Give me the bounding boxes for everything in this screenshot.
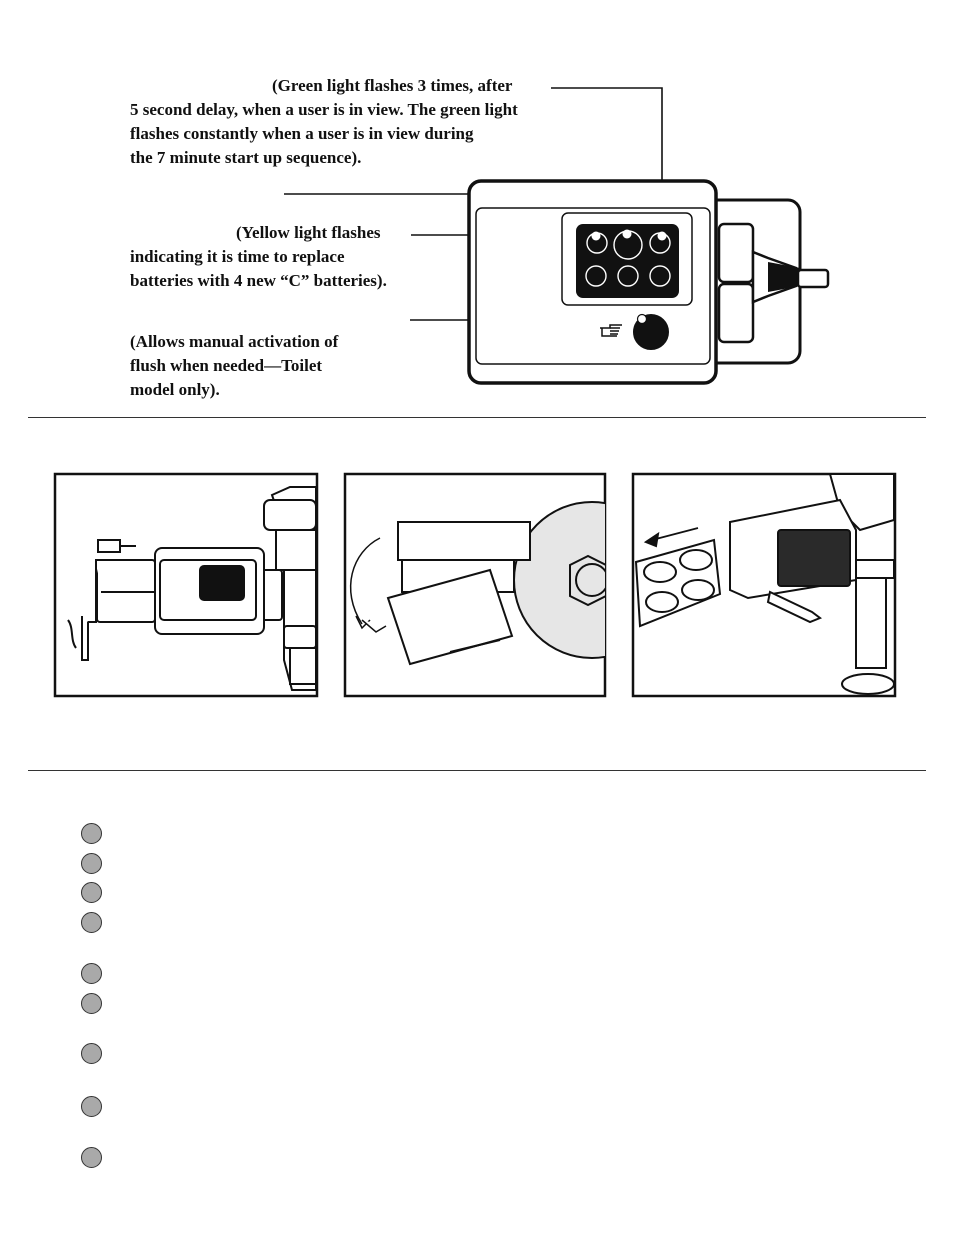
step-panel-1 xyxy=(53,472,319,698)
step-panel-2 xyxy=(343,472,607,698)
green-callout-line-3: flashes constantly when a user is in vie… xyxy=(130,124,474,143)
valve-block-bottom xyxy=(717,282,755,344)
manual-callout-line-2: flush when needed—Toilet xyxy=(130,356,323,375)
yellow-callout-line-1: (Yellow light flashes xyxy=(236,223,381,242)
yellow-callout-line-2: indicating it is time to replace xyxy=(130,247,345,266)
sensor-left-bottom xyxy=(585,265,607,287)
pointing-hand-icon xyxy=(600,324,622,337)
screwdriver-icon xyxy=(97,539,136,553)
yellow-light-callout: (Yellow light flashes indicating it is t… xyxy=(130,221,430,293)
yellow-light-dot xyxy=(591,231,601,241)
step-marker-3 xyxy=(81,882,102,903)
green-callout-line-4: the 7 minute start up sequence). xyxy=(130,148,362,167)
manual-callout-line-1: (Allows manual activation of xyxy=(130,332,339,351)
step-marker-6 xyxy=(81,993,102,1014)
panel-3-battery-block xyxy=(777,529,851,587)
panel-1-sensor-window xyxy=(199,565,245,601)
sensor-mid-bottom xyxy=(617,265,639,287)
step-marker-7 xyxy=(81,1043,102,1064)
step-marker-8 xyxy=(81,1096,102,1117)
step-panel-3 xyxy=(631,472,897,698)
green-leader xyxy=(551,87,663,222)
green-light-callout: (Green light flashes 3 times, after 5 se… xyxy=(130,74,590,170)
sensor-window xyxy=(576,224,679,298)
green-callout-line-1: (Green light flashes 3 times, after xyxy=(272,76,513,95)
step-marker-4 xyxy=(81,912,102,933)
manual-flush-callout: (Allows manual activation of flush when … xyxy=(130,330,390,402)
step-marker-5 xyxy=(81,963,102,984)
sensor-right-bottom xyxy=(649,265,671,287)
sensor-unit-illustration xyxy=(467,179,830,385)
step-marker-9 xyxy=(81,1147,102,1168)
solenoid-cone xyxy=(768,262,800,292)
valve-block-top xyxy=(717,222,755,284)
slide-arrow xyxy=(651,527,699,541)
divider-top xyxy=(28,417,926,418)
panel-1-art xyxy=(67,486,317,691)
yellow-callout-line-3: batteries with 4 new “C” batteries). xyxy=(130,271,387,290)
green-callout-line-2: 5 second delay, when a user is in view. … xyxy=(130,100,518,119)
step-marker-1 xyxy=(81,823,102,844)
green-light-dot-b xyxy=(657,231,667,241)
manual-callout-line-3: model only). xyxy=(130,380,220,399)
solenoid-tip xyxy=(796,268,830,289)
divider-bottom xyxy=(28,770,926,771)
green-light-dot-a xyxy=(622,229,632,239)
manual-button-dot xyxy=(636,313,648,325)
swing-arrow xyxy=(349,537,381,625)
step-marker-2 xyxy=(81,853,102,874)
